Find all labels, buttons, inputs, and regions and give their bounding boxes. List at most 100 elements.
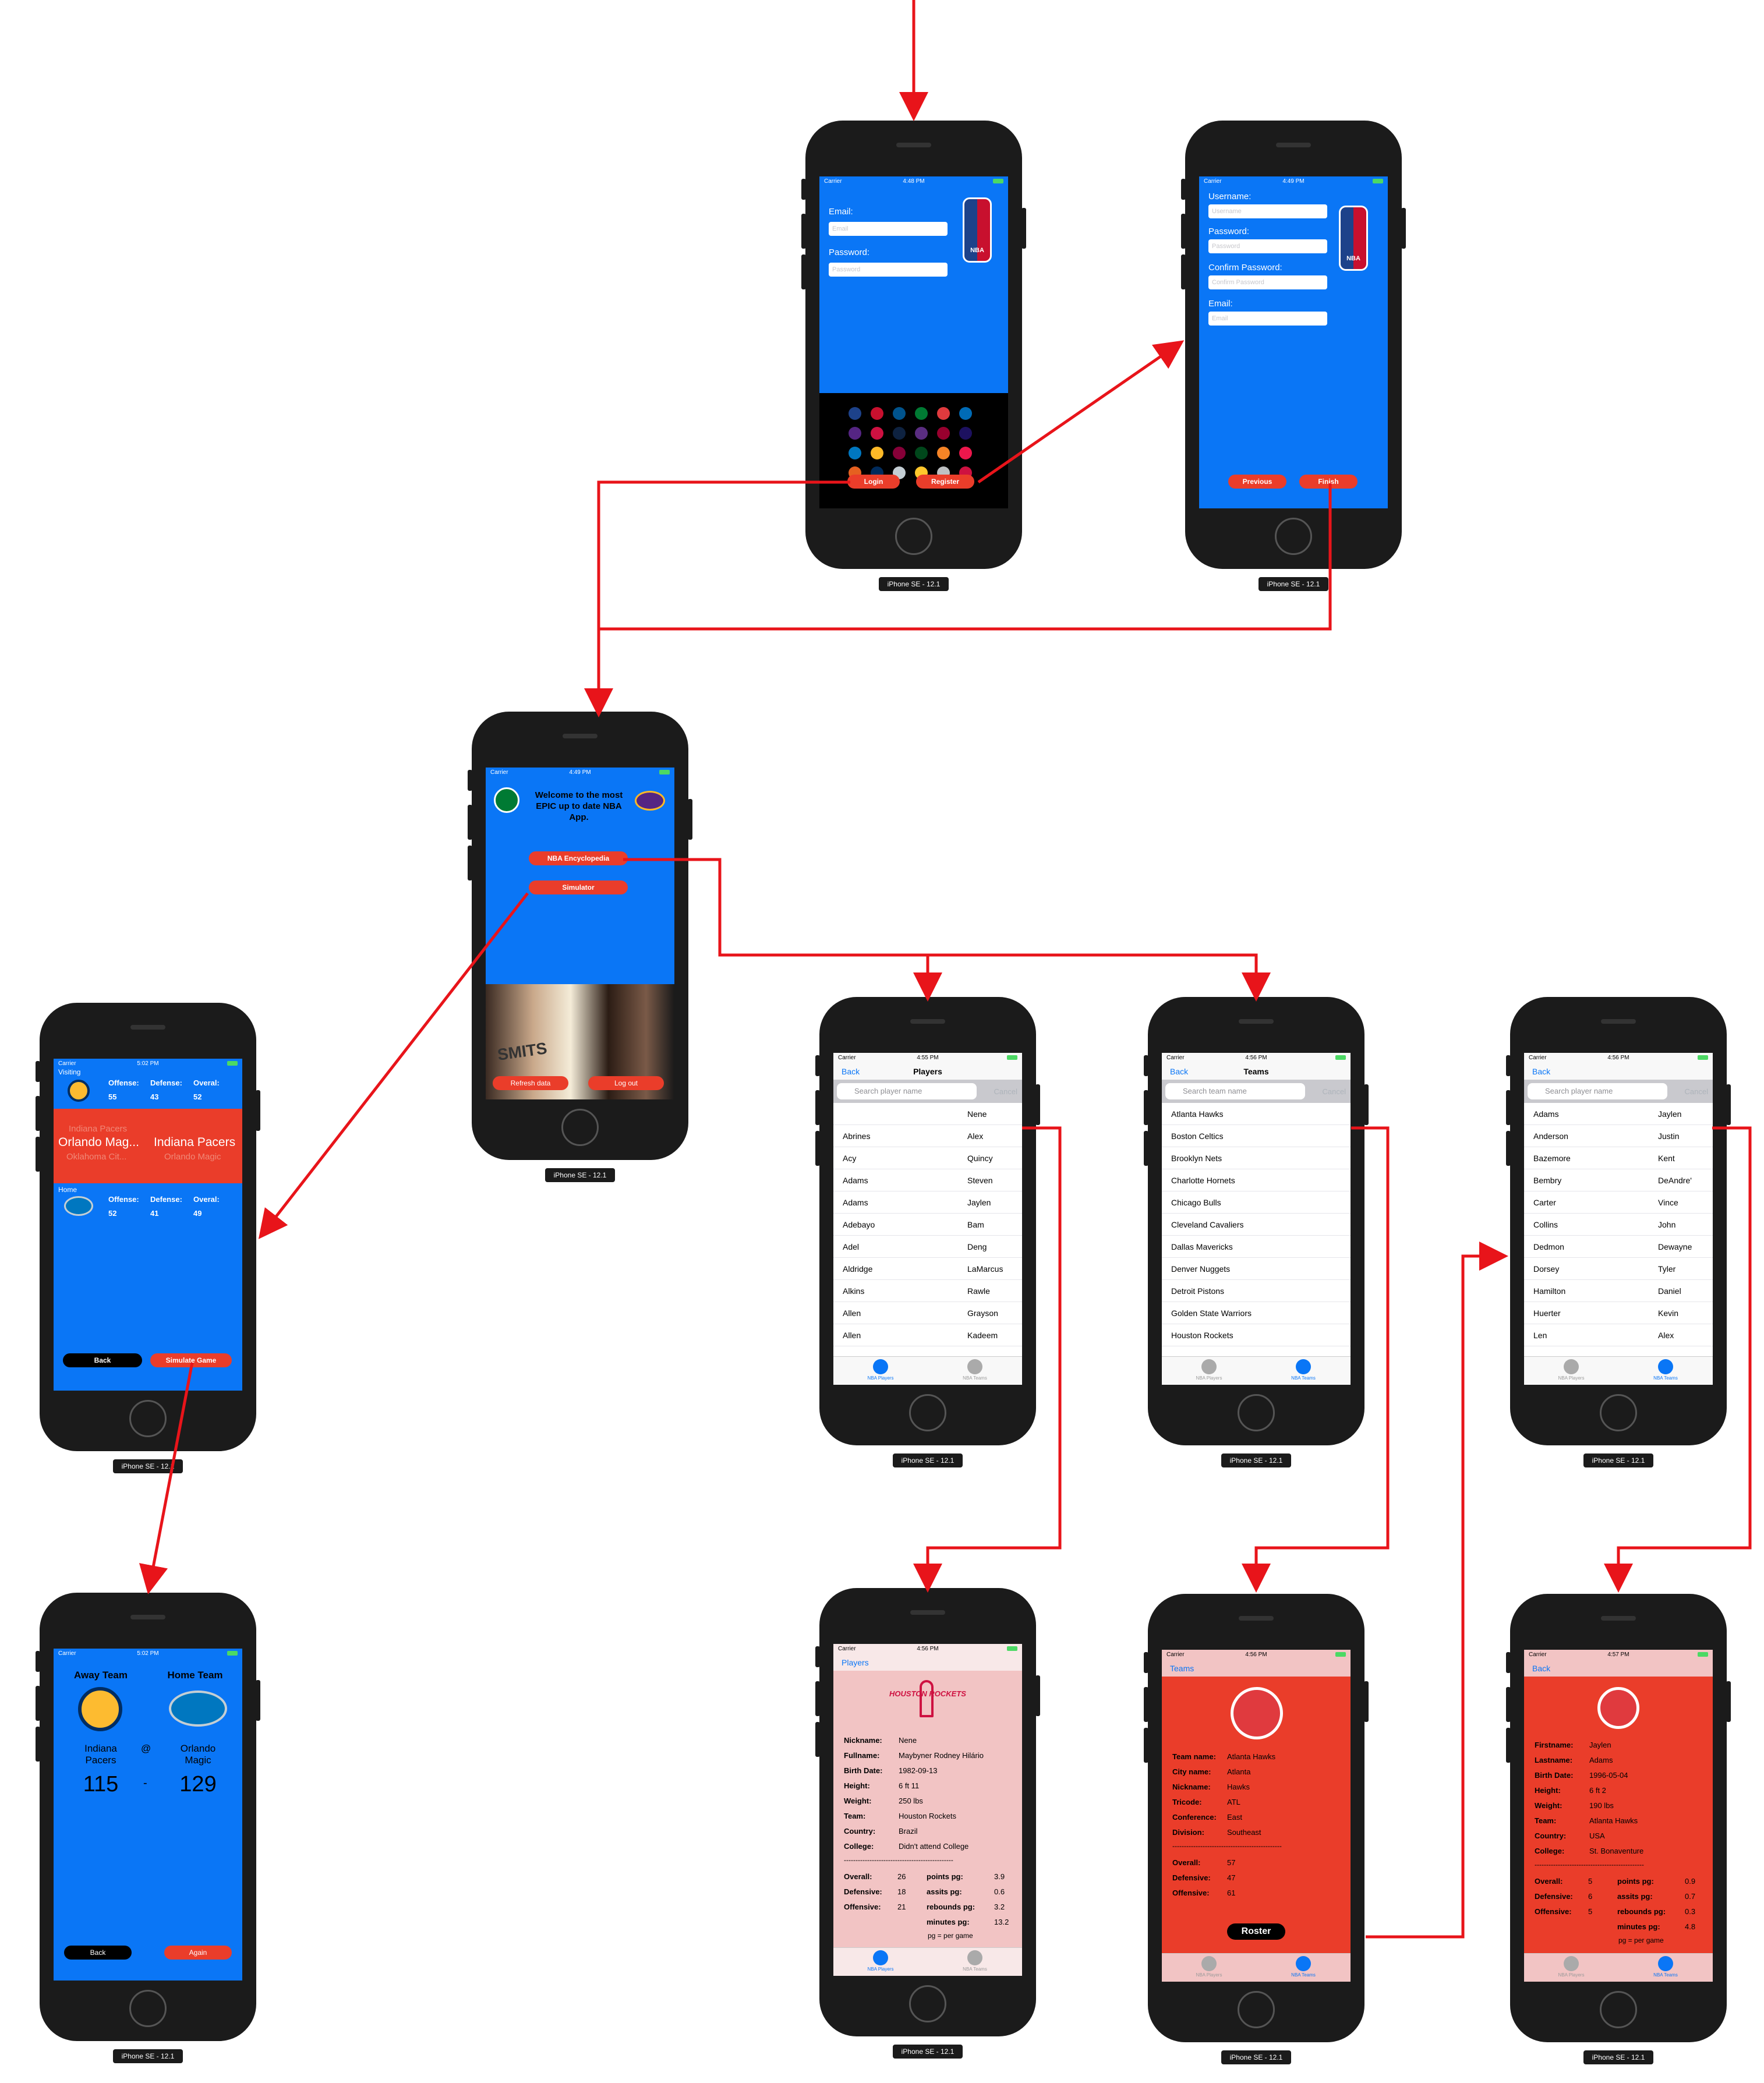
detail-row: Birth Date:1982-09-13	[844, 1766, 938, 1775]
again-button[interactable]: Again	[164, 1946, 232, 1960]
search-input[interactable]: Search team name	[1165, 1083, 1305, 1099]
home-button	[561, 1109, 599, 1146]
list-item[interactable]: Chicago Bulls	[1162, 1191, 1351, 1214]
detail-row: Fullname:Maybyner Rodney Hilário	[844, 1751, 984, 1760]
back-button[interactable]: Back	[1532, 1067, 1551, 1076]
password-field[interactable]: Password	[829, 263, 948, 277]
password-field[interactable]: Password	[1208, 239, 1327, 253]
search-input[interactable]: Search player name	[837, 1083, 977, 1099]
email-field[interactable]: Email	[829, 222, 948, 236]
divider: ----------------------------------------…	[1535, 1861, 1644, 1869]
list-item[interactable]: Golden State Warriors	[1162, 1302, 1351, 1324]
list-item[interactable]: Cleveland Cavaliers	[1162, 1214, 1351, 1236]
tab-nba-teams[interactable]: NBA Teams	[1618, 1956, 1713, 1978]
confirm-password-field[interactable]: Confirm Password	[1208, 275, 1327, 289]
list-item[interactable]: Houston Rockets	[1162, 1324, 1351, 1346]
back-button[interactable]: Back	[1532, 1664, 1551, 1673]
tab-nba-players[interactable]: NBA Players	[833, 1359, 928, 1381]
tab-nba-teams[interactable]: NBA Teams	[1618, 1359, 1713, 1381]
cancel-button[interactable]: Cancel	[1684, 1087, 1708, 1096]
nba-encyclopedia-button[interactable]: NBA Encyclopedia	[529, 851, 628, 865]
list-item[interactable]: Detroit Pistons	[1162, 1280, 1351, 1302]
password-label: Password:	[829, 247, 870, 257]
tab-bar: NBA Players NBA Teams	[833, 1947, 1022, 1976]
cancel-button[interactable]: Cancel	[1322, 1087, 1346, 1096]
home-offense-label: Offense:	[108, 1195, 139, 1204]
back-button[interactable]: Teams	[1170, 1664, 1194, 1673]
roster-button[interactable]: Roster	[1227, 1923, 1285, 1940]
refresh-data-button[interactable]: Refresh data	[493, 1076, 568, 1090]
email-label: Email:	[1208, 299, 1233, 309]
tab-nba-teams[interactable]: NBA Teams	[928, 1950, 1022, 1972]
finish-button[interactable]: Finish	[1299, 475, 1358, 489]
team-picker[interactable]: Indiana Pacers Orlando Mag... Oklahoma C…	[54, 1109, 242, 1183]
visiting-overall-label: Overal:	[193, 1078, 220, 1087]
email-label: Email:	[829, 207, 853, 217]
email-field[interactable]: Email	[1208, 312, 1327, 326]
overall-stat: Overall:57	[1172, 1858, 1236, 1867]
list-item[interactable]: Denver Nuggets	[1162, 1258, 1351, 1280]
simulator-button[interactable]: Simulator	[529, 880, 628, 894]
list-item[interactable]: Dallas Mavericks	[1162, 1236, 1351, 1258]
list-item[interactable]: Nene	[833, 1103, 1022, 1125]
tab-nba-players[interactable]: NBA Players	[1524, 1956, 1618, 1978]
back-button[interactable]: Back	[63, 1353, 142, 1367]
rockets-logo: HOUSTON ROCKETS	[889, 1689, 966, 1698]
previous-button[interactable]: Previous	[1228, 475, 1286, 489]
search-input[interactable]: Search player name	[1528, 1083, 1667, 1099]
back-button[interactable]: Back	[64, 1946, 132, 1960]
list-item[interactable]: Boston Celtics	[1162, 1125, 1351, 1147]
username-field[interactable]: Username	[1208, 204, 1327, 218]
arrow-roster	[1366, 1242, 1508, 1939]
device-label: iPhone SE - 12.1	[545, 1168, 615, 1182]
back-button[interactable]: Back	[842, 1067, 860, 1076]
register-button[interactable]: Register	[916, 475, 974, 489]
tab-nba-teams[interactable]: NBA Teams	[1256, 1359, 1351, 1381]
cancel-button[interactable]: Cancel	[994, 1087, 1017, 1096]
back-button[interactable]: Players	[842, 1658, 869, 1667]
tab-nba-teams[interactable]: NBA Teams	[928, 1359, 1022, 1381]
list-item[interactable]: Charlotte Hornets	[1162, 1169, 1351, 1191]
tab-nba-players[interactable]: NBA Players	[1524, 1359, 1618, 1381]
back-button[interactable]: Back	[1170, 1067, 1189, 1076]
username-label: Username:	[1208, 192, 1252, 201]
tab-nba-players[interactable]: NBA Players	[1162, 1956, 1256, 1978]
detail-row: Division:Southeast	[1172, 1828, 1261, 1837]
list-item[interactable]: Atlanta Hawks	[1162, 1103, 1351, 1125]
login-button[interactable]: Login	[847, 475, 900, 489]
tab-nba-players[interactable]: NBA Players	[833, 1950, 928, 1972]
tab-nba-players[interactable]: NBA Players	[1162, 1359, 1256, 1381]
picker-right-bottom: Orlando Magic	[164, 1152, 221, 1162]
tab-nba-teams[interactable]: NBA Teams	[1256, 1956, 1351, 1978]
list-item[interactable]: Brooklyn Nets	[1162, 1147, 1351, 1169]
home-team-name: Orlando Magic	[180, 1743, 216, 1766]
offensive-stat: Offensive:61	[1172, 1889, 1236, 1897]
simulate-game-button[interactable]: Simulate Game	[150, 1353, 232, 1367]
log-out-button[interactable]: Log out	[588, 1076, 664, 1090]
visiting-defense-value: 43	[150, 1092, 159, 1101]
